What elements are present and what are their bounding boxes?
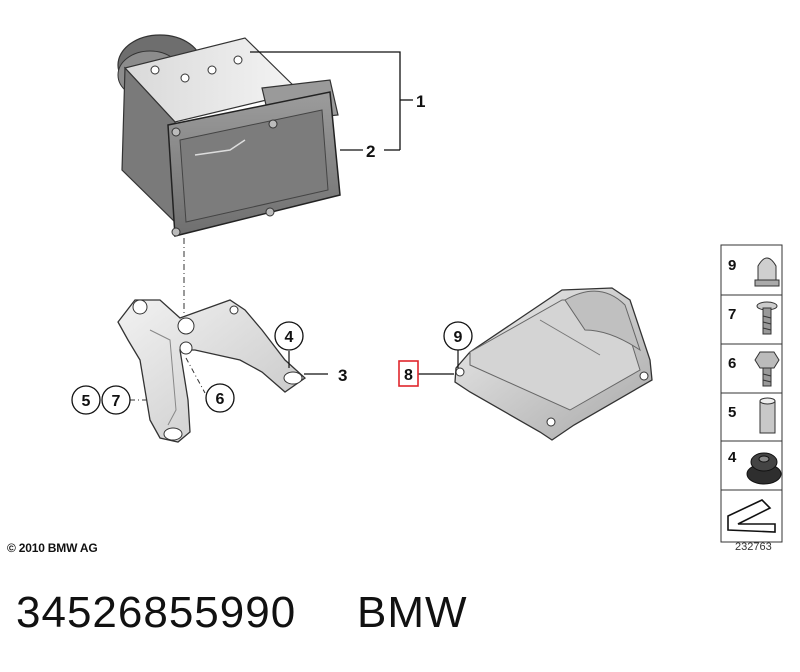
svg-text:8: 8 <box>404 367 413 384</box>
callout-5-circle: 5 <box>71 385 101 415</box>
hydraulic-unit <box>117 34 341 237</box>
callout-4-circle: 4 <box>274 321 304 351</box>
callout-8-highlighted[interactable]: 8 <box>398 360 419 387</box>
callout-2: 2 <box>366 142 375 161</box>
legend-number-5: 5 <box>728 404 736 421</box>
callout-6-circle: 6 <box>205 383 235 413</box>
leader-lines-1-2 <box>250 51 413 151</box>
legend-number-4: 4 <box>728 449 737 466</box>
svg-text:4: 4 <box>285 329 294 346</box>
control-module <box>454 287 653 441</box>
cap-nut-icon <box>754 257 780 287</box>
callout-3: 3 <box>338 366 347 385</box>
sleeve-icon <box>759 397 776 434</box>
copyright-text: © 2010 BMW AG <box>7 541 98 555</box>
screw-icon <box>756 301 778 335</box>
assembly-line-6 <box>185 357 206 394</box>
legend-number-6: 6 <box>728 355 736 372</box>
callout-9-circle: 9 <box>443 321 473 351</box>
rubber-mount-icon <box>746 452 782 485</box>
svg-text:9: 9 <box>454 329 463 346</box>
svg-text:7: 7 <box>112 393 121 410</box>
callout-1: 1 <box>416 92 425 111</box>
arrow-icon[interactable] <box>727 499 776 533</box>
diagram-id: 232763 <box>735 541 772 553</box>
mounting-bracket <box>117 299 307 443</box>
svg-text:5: 5 <box>82 393 91 410</box>
legend-number-9: 9 <box>728 257 736 274</box>
brand-name: BMW <box>357 588 468 637</box>
callout-7-circle: 7 <box>101 385 131 415</box>
svg-text:6: 6 <box>216 391 225 408</box>
part-number: 34526855990 <box>16 588 297 637</box>
hex-bolt-icon <box>754 351 780 387</box>
fastener-legend: 9 7 6 5 4 <box>720 244 783 543</box>
legend-number-7: 7 <box>728 306 736 323</box>
